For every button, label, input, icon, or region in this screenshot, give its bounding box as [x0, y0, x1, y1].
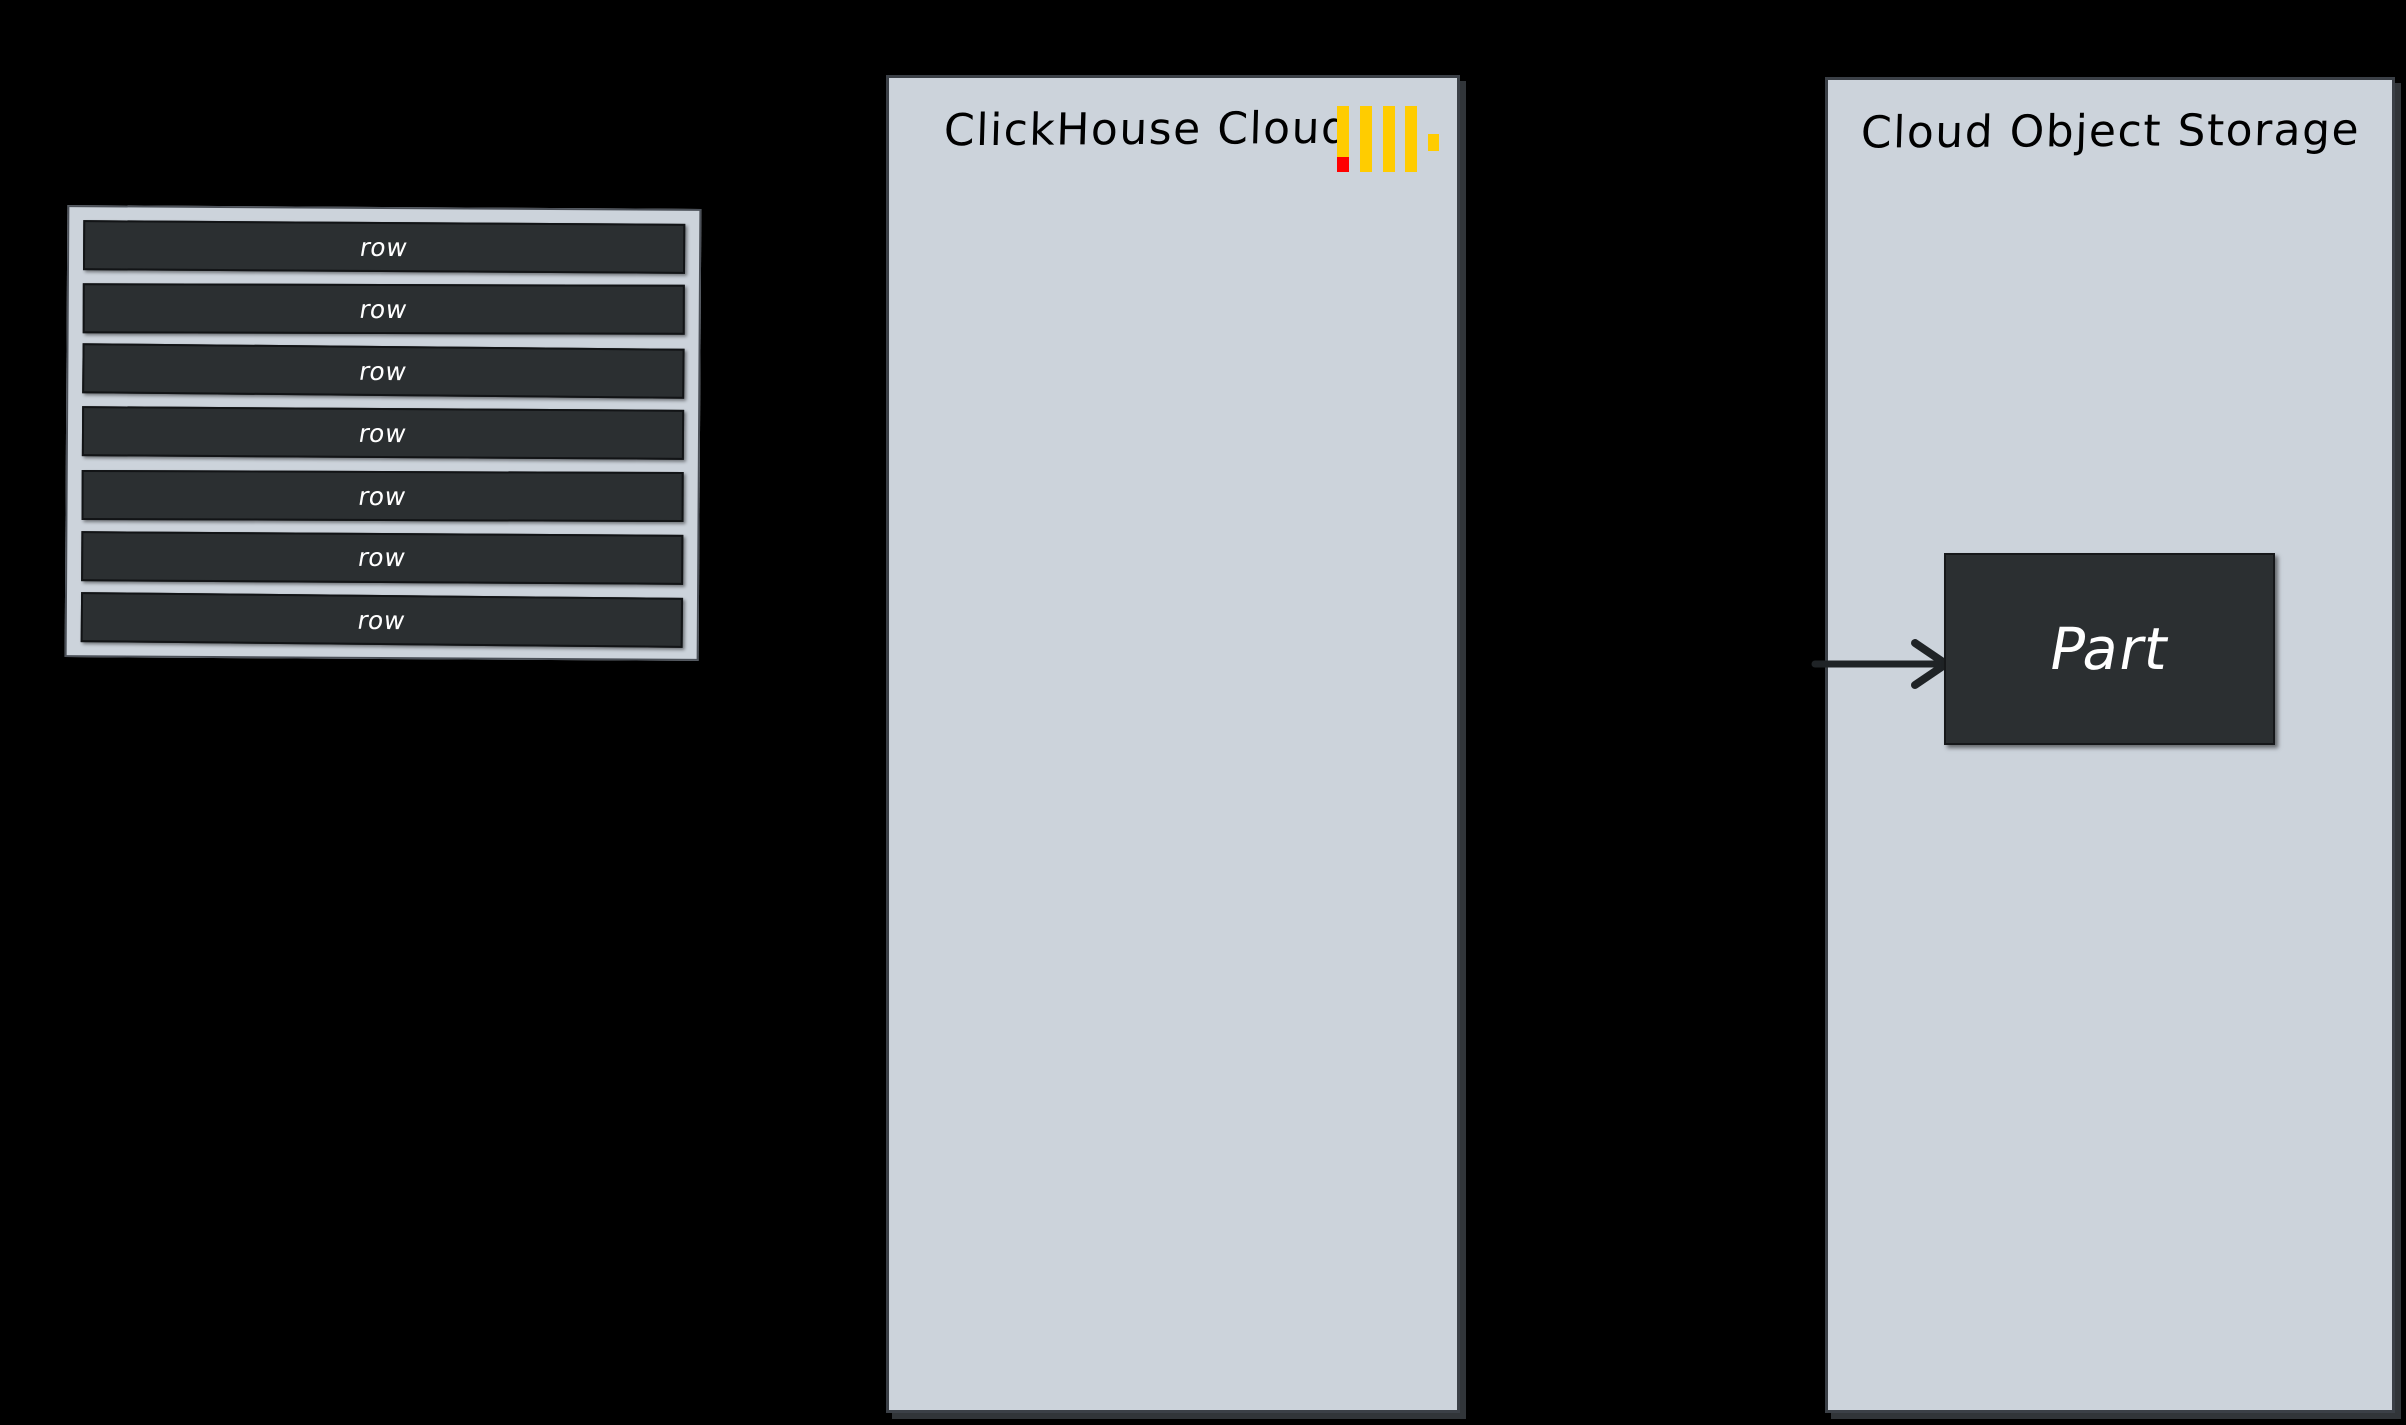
table-row-label: row	[356, 481, 409, 511]
cloud-object-storage-panel	[1825, 77, 2395, 1413]
clickhouse-logo-bar-1	[1337, 106, 1349, 172]
clickhouse-logo-icon	[1337, 106, 1439, 172]
table-row[interactable]: row	[81, 469, 684, 522]
clickhouse-logo-bar-3	[1383, 106, 1395, 172]
table-row[interactable]: row	[81, 530, 684, 585]
clickhouse-logo-bar-2	[1360, 106, 1372, 172]
cloud-object-storage-title: Cloud Object Storage	[1860, 104, 2361, 159]
table-row-label: row	[357, 356, 410, 387]
clickhouse-logo-accent	[1337, 157, 1349, 172]
table-row-label: row	[355, 605, 408, 635]
part-box[interactable]: Part	[1944, 553, 2275, 745]
clickhouse-logo-bar-4	[1405, 106, 1417, 172]
table-row[interactable]: row	[82, 220, 686, 274]
clickhouse-cloud-panel	[886, 75, 1460, 1413]
source-table-panel: row row row row row row row	[64, 205, 702, 661]
table-row-label: row	[357, 294, 410, 324]
clickhouse-logo-dot	[1428, 134, 1439, 151]
table-rows-list: row row row row row row row	[80, 220, 686, 648]
table-row-label: row	[358, 232, 411, 262]
part-label: Part	[2044, 615, 2175, 683]
table-row-label: row	[356, 543, 409, 573]
table-row-label: row	[356, 418, 410, 449]
table-row[interactable]: row	[81, 406, 685, 461]
table-row[interactable]: row	[82, 283, 685, 335]
clickhouse-cloud-title: ClickHouse Cloud	[943, 102, 1352, 157]
insert-arrow-icon	[1811, 639, 1950, 689]
table-row[interactable]: row	[80, 592, 684, 648]
table-row[interactable]: row	[82, 343, 685, 400]
